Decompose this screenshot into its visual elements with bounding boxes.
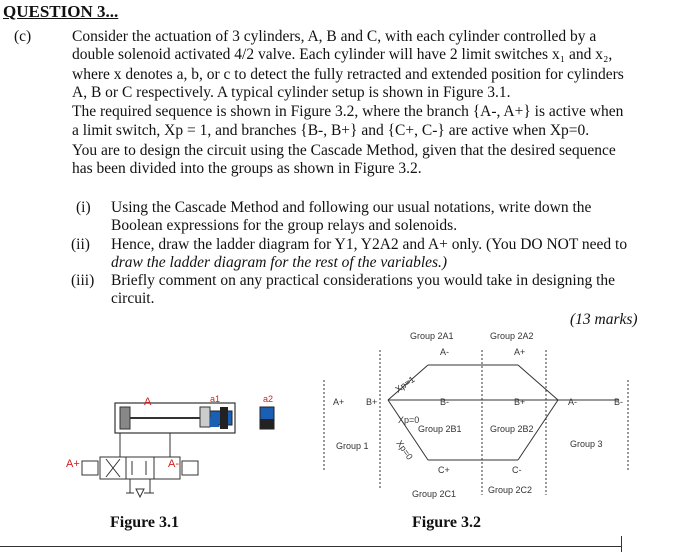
b-plus-label: B+ bbox=[514, 397, 525, 407]
paragraph-line: A, B or C respectively. A typical cylind… bbox=[72, 84, 511, 101]
start-b-plus-label: B+ bbox=[366, 397, 377, 407]
cylinder-piston bbox=[119, 406, 131, 430]
end-a-minus-label: A- bbox=[568, 397, 577, 407]
group-2b1-label: Group 2B1 bbox=[418, 424, 462, 434]
paragraph-line: double solenoid activated 4/2 valve. Eac… bbox=[72, 46, 613, 63]
valve-body bbox=[99, 456, 181, 480]
a-minus-top-label: A- bbox=[440, 347, 449, 357]
marks-label: (13 marks) bbox=[570, 311, 638, 328]
figure-3-1-diagram: A a1 a2 A+ A- bbox=[66, 394, 275, 499]
branch-lower-out bbox=[517, 399, 559, 461]
subpart-line: Boolean expressions for the group relays… bbox=[111, 217, 458, 234]
sol-minus-label: A- bbox=[168, 458, 179, 470]
switch-a2-base bbox=[260, 419, 274, 429]
group-1-label: Group 1 bbox=[336, 441, 369, 451]
subpart-line: draw the ladder diagram for the rest of … bbox=[111, 254, 448, 271]
group-2b2-label: Group 2B2 bbox=[490, 424, 534, 434]
switch-a1-body bbox=[199, 406, 211, 428]
subpart-line: Using the Cascade Method and following o… bbox=[111, 199, 592, 216]
subpart-line: Briefly comment on any practical conside… bbox=[111, 272, 616, 289]
solenoid-left bbox=[81, 460, 99, 476]
a-plus-top-label: A+ bbox=[514, 347, 525, 357]
figure-3-1-caption: Figure 3.1 bbox=[110, 514, 180, 531]
paragraph-line: The required sequence is shown in Figure… bbox=[72, 103, 624, 120]
c-minus-label: C- bbox=[512, 465, 522, 475]
paragraph-line: has been divided into the groups as show… bbox=[72, 160, 422, 177]
subpart-number: (i) bbox=[76, 199, 91, 216]
solenoid-right bbox=[181, 460, 199, 476]
switch-a1-actuator bbox=[210, 417, 220, 427]
supply-triangle bbox=[135, 488, 145, 499]
valve-cross-arrows bbox=[105, 458, 121, 478]
subpart-number: (ii) bbox=[71, 236, 90, 253]
question-heading: QUESTION 3... bbox=[3, 2, 119, 21]
xp0-label: Xp=0 bbox=[398, 415, 419, 425]
bottom-rule bbox=[0, 546, 622, 547]
start-a-plus-label: A+ bbox=[333, 397, 344, 407]
paragraph-line: a limit switch, Xp = 1, and branches {B-… bbox=[72, 122, 590, 139]
xp1-label: Xp=1 bbox=[393, 374, 416, 394]
figure-3-2-diagram: Group 2A1 Group 2A2 A- A+ A+ B+ Xp=1 B- … bbox=[323, 331, 629, 499]
paragraph-line: where x denotes a, b, or c to detect the… bbox=[72, 66, 624, 83]
group-2a1-label: Group 2A1 bbox=[410, 331, 454, 341]
end-b-minus-label: B- bbox=[614, 397, 623, 407]
valve-exhaust-lines bbox=[126, 479, 154, 494]
switch-a1-label: a1 bbox=[210, 394, 220, 404]
subpart-line: Hence, draw the ladder diagram for Y1, Y… bbox=[111, 236, 628, 253]
figure-3-2-caption: Figure 3.2 bbox=[412, 514, 482, 531]
cylinder-label-text: A bbox=[144, 396, 152, 408]
subpart-number: (iii) bbox=[71, 272, 95, 289]
group-2c2-label: Group 2C2 bbox=[488, 485, 532, 495]
bottom-tick bbox=[621, 536, 622, 552]
group-2a2-label: Group 2A2 bbox=[490, 331, 534, 341]
paragraph-line: You are to design the circuit using the … bbox=[72, 142, 616, 159]
xp0-lower-label: Xp=0 bbox=[394, 438, 414, 461]
branch-lower-in bbox=[387, 399, 429, 461]
branch-upper-out bbox=[517, 364, 559, 401]
group-3-label: Group 3 bbox=[570, 439, 603, 449]
c-plus-label: C+ bbox=[438, 465, 450, 475]
sol-plus-label: A+ bbox=[66, 458, 80, 470]
rod-end-cap bbox=[220, 407, 228, 429]
part-label: (c) bbox=[14, 28, 32, 45]
switch-a2-label: a2 bbox=[263, 394, 273, 404]
cylinder-barrel bbox=[114, 402, 236, 434]
b-minus-label: B- bbox=[440, 397, 449, 407]
subpart-line: circuit. bbox=[111, 290, 155, 307]
paragraph-line: Consider the actuation of 3 cylinders, A… bbox=[72, 28, 597, 45]
branch-upper-in bbox=[387, 364, 429, 401]
group-2c1-label: Group 2C1 bbox=[412, 489, 456, 499]
valve-straight-arrows bbox=[131, 461, 147, 475]
